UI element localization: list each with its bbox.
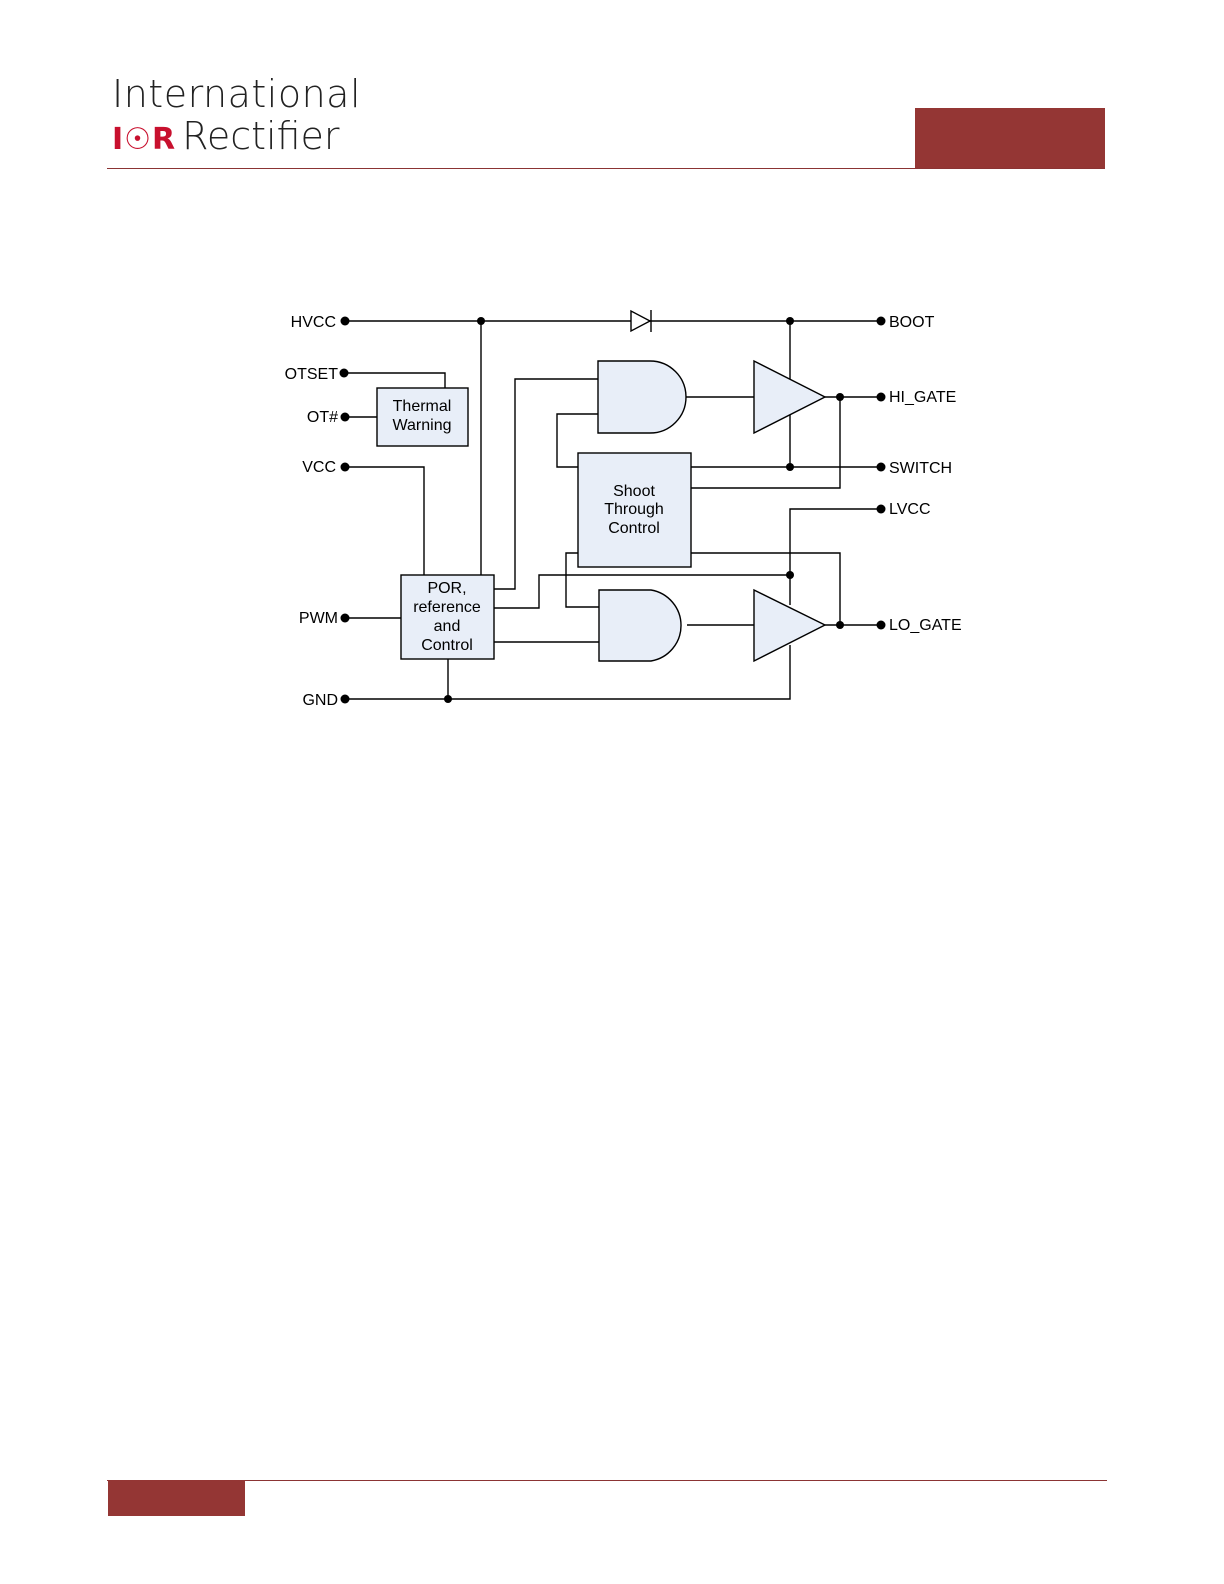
bootstrap-diode xyxy=(630,309,652,333)
pin-label-switch: SWITCH xyxy=(889,460,952,477)
header-rule xyxy=(107,168,1105,169)
pin-label-lvcc: LVCC xyxy=(889,501,931,518)
wires xyxy=(345,320,880,700)
footer-rule xyxy=(107,1480,1107,1481)
pin-label-hvcc: HVCC xyxy=(291,314,336,331)
por-label-line1: POR, xyxy=(427,580,466,597)
junction-dots xyxy=(444,317,844,703)
pin-label-otset: OTSET xyxy=(285,366,339,383)
pin-label-ot: OT# xyxy=(307,409,338,426)
low-side-driver xyxy=(753,588,827,663)
low-side-and-gate xyxy=(598,589,682,662)
por-reference-control-block xyxy=(400,574,495,660)
pin-dots xyxy=(339,316,886,704)
pin-label-lo-gate: LO_GATE xyxy=(889,617,962,634)
shoot-through-control-block xyxy=(577,452,692,568)
shoot-label-line3: Control xyxy=(608,520,660,537)
por-label-line2: reference xyxy=(413,599,481,616)
high-side-driver xyxy=(753,359,827,435)
pin-label-boot: BOOT xyxy=(889,314,935,331)
footer-accent-block xyxy=(108,1480,245,1516)
thermal-warning-block xyxy=(376,387,469,447)
por-label-line3: and xyxy=(434,618,461,635)
high-side-and-gate xyxy=(597,360,687,434)
logo-ior-mark: I☉R xyxy=(112,122,177,157)
shoot-label-line1: Shoot xyxy=(613,483,655,500)
logo-text-rectifier: Rectifier xyxy=(182,114,340,158)
thermal-label-line1: Thermal xyxy=(393,398,452,415)
pin-label-hi-gate: HI_GATE xyxy=(889,389,956,406)
company-logo: International I☉R Rectifier xyxy=(112,72,361,160)
shoot-label-line2: Through xyxy=(604,501,664,518)
logo-text-international: International xyxy=(112,72,362,116)
header-accent-block xyxy=(915,108,1105,168)
pin-label-vcc: VCC xyxy=(302,459,336,476)
pin-label-pwm: PWM xyxy=(299,610,338,627)
por-label-line4: Control xyxy=(421,637,473,654)
thermal-label-line2: Warning xyxy=(393,417,452,434)
pin-label-gnd: GND xyxy=(302,692,338,709)
